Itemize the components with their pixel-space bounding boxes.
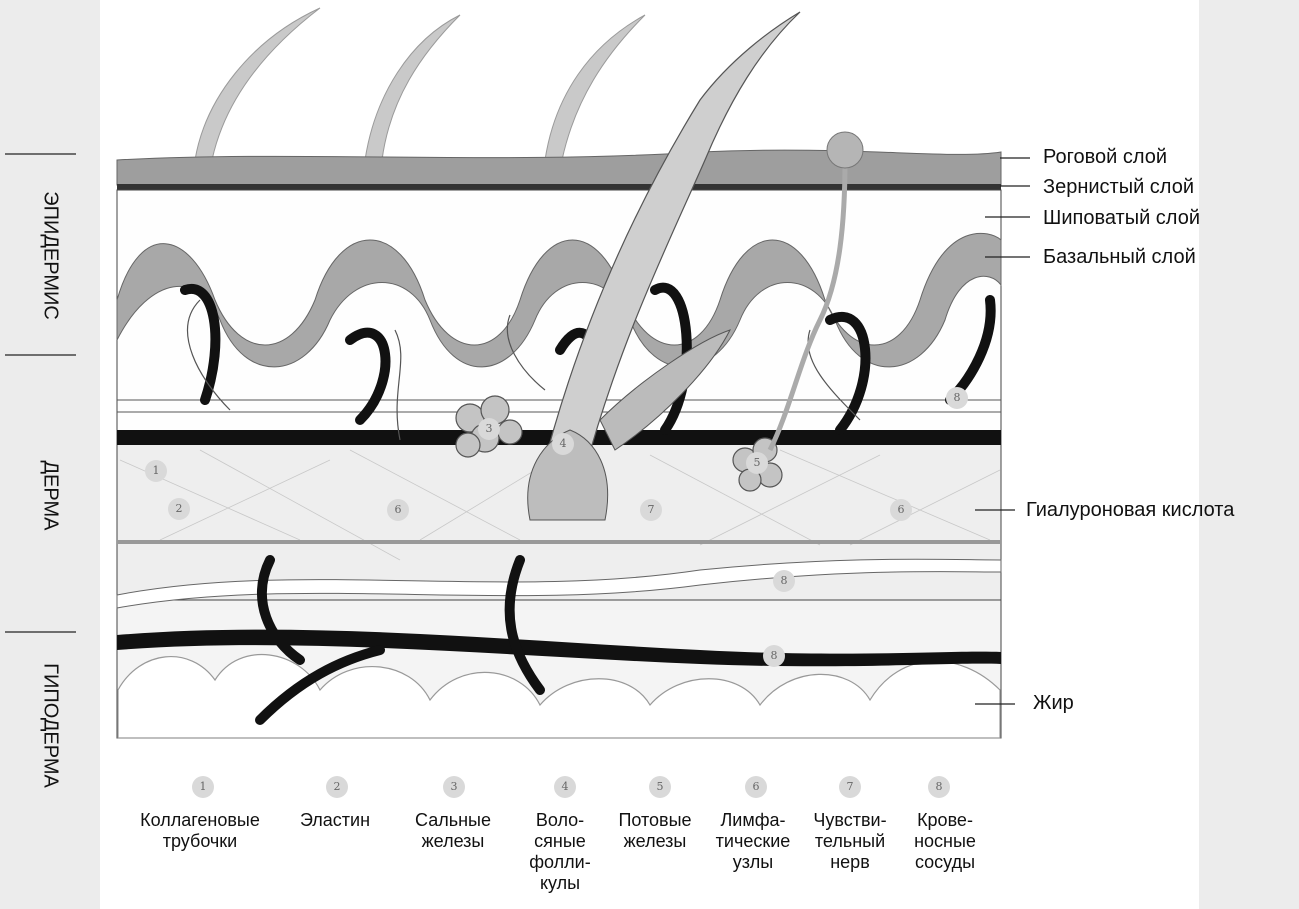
diagram-marker-4: 4 [552, 433, 574, 455]
label-fat: Жир [1033, 692, 1074, 715]
diagram-marker-5: 5 [746, 452, 768, 474]
legend-label-hair-follicles: Воло- сяные фолли- кулы [510, 810, 610, 894]
legend-label-sweat: Потовые железы [600, 810, 710, 852]
label-hyaluronic-acid: Гиалуроновая кислота [1026, 499, 1234, 522]
legend-label-elastin: Эластин [280, 810, 390, 831]
legend-label-lymph: Лимфа- тические узлы [703, 810, 803, 873]
label-stratum-granulosum: Зернистый слой [1043, 176, 1194, 199]
legend-label-blood-vessels: Крове- носные сосуды [895, 810, 995, 873]
legend-num-1: 1 [192, 776, 214, 798]
diagram-marker-8c: 8 [763, 645, 785, 667]
diagram-marker-2: 2 [168, 498, 190, 520]
legend-num-7: 7 [839, 776, 861, 798]
label-stratum-basale: Базальный слой [1043, 246, 1196, 269]
diagram-marker-8a: 8 [946, 387, 968, 409]
diagram-marker-6a: 6 [387, 499, 409, 521]
legend-label-sebaceous: Сальные железы [393, 810, 513, 852]
legend-num-6: 6 [745, 776, 767, 798]
legend-num-2: 2 [326, 776, 348, 798]
legend-num-3: 3 [443, 776, 465, 798]
diagram-marker-6b: 6 [890, 499, 912, 521]
diagram-marker-1: 1 [145, 460, 167, 482]
legend-label-collagen: Коллагеновые трубочки [110, 810, 290, 852]
legend-num-8: 8 [928, 776, 950, 798]
label-stratum-spinosum: Шиповатый слой [1043, 207, 1200, 230]
legend-label-nerve: Чувстви- тельный нерв [800, 810, 900, 873]
diagram-marker-8b: 8 [773, 570, 795, 592]
diagram-marker-3: 3 [478, 418, 500, 440]
legend-num-4: 4 [554, 776, 576, 798]
legend-num-5: 5 [649, 776, 671, 798]
diagram-marker-7: 7 [640, 499, 662, 521]
label-stratum-corneum: Роговой слой [1043, 146, 1167, 169]
